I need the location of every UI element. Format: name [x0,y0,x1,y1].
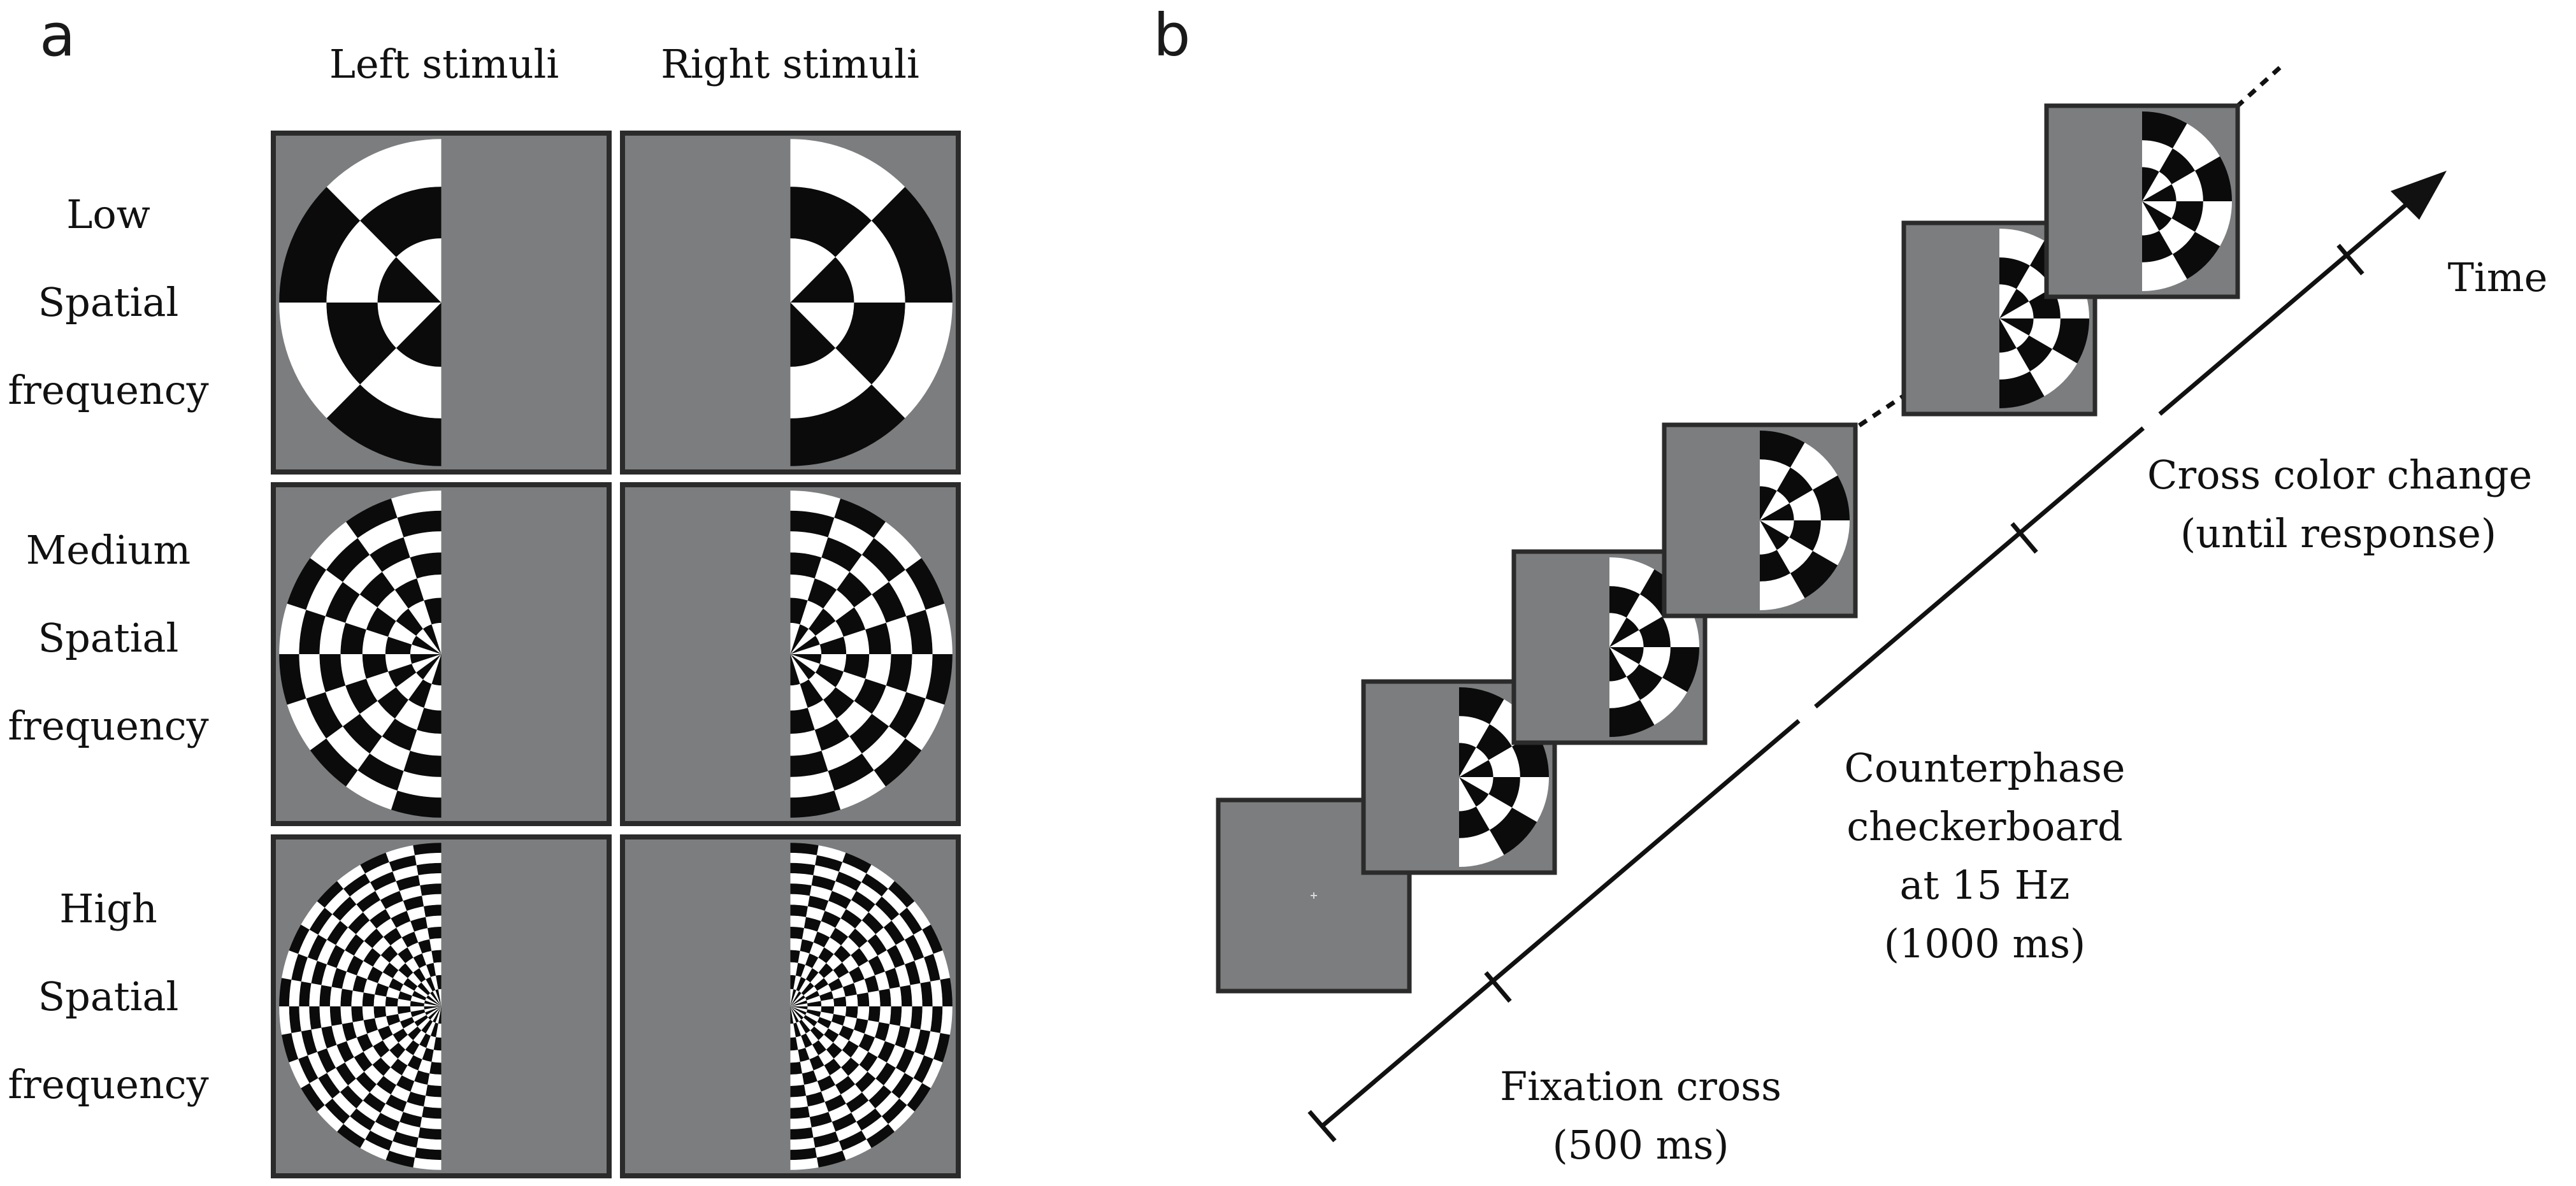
stimulus-frame-3 [1662,422,1858,618]
label-cross-color-change: Cross color change (until response) [2147,446,2533,563]
column-header-right: Right stimuli [661,41,919,87]
stimulus-low-right [620,131,961,475]
panel-b-letter: b [1153,1,1191,69]
label-fixation-line2: (500 ms) [1552,1122,1729,1168]
row-label-medium-line3: frequency [8,703,209,749]
checkerboard-high-right [625,839,956,1173]
row-label-low-line1: Low [66,191,150,238]
label-counterphase: Counterphase checkerboard at 15 Hz (1000… [1810,739,2160,973]
column-header-left: Left stimuli [329,41,559,87]
dotted-connector-middle [1858,393,1906,427]
row-label-low-line2: Spatial [38,279,179,325]
label-counterphase-line1: Counterphase [1844,745,2126,791]
axis-tick-1 [1484,971,1512,1003]
axis-start-tick [1307,1110,1337,1143]
stimulus-medium-left [271,482,612,826]
time-axis-arrowhead [2391,171,2447,220]
label-cross-color-change-line1: Cross color change [2147,452,2533,498]
row-label-high: High Spatial frequency [0,865,217,1129]
axis-gap-1 [1795,702,1818,724]
row-label-low-line3: frequency [8,367,209,413]
checkerboard-high-left [276,839,607,1173]
axis-gap-2 [2139,409,2162,431]
row-label-high-line2: Spatial [38,973,179,1020]
row-label-low: Low Spatial frequency [0,171,217,434]
row-label-high-line3: frequency [8,1061,209,1108]
fixation-cross [1311,892,1317,899]
label-time: Time [2447,254,2548,301]
label-counterphase-line3: at 15 Hz [1899,862,2070,908]
stimulus-high-right [620,834,961,1178]
label-cross-color-change-line2: (until response) [2180,510,2497,557]
row-label-medium-line1: Medium [25,527,191,573]
stimulus-low-left [271,131,612,475]
label-fixation: Fixation cross (500 ms) [1465,1057,1816,1175]
time-axis-line [1320,194,2418,1128]
label-counterphase-line4: (1000 ms) [1883,920,2086,967]
panel-a-letter: a [40,1,76,69]
stimulus-frame-5 [2044,103,2240,299]
row-label-medium-line2: Spatial [38,615,179,661]
checkerboard-medium-left [276,487,607,821]
row-label-medium: Medium Spatial frequency [0,506,217,770]
stimulus-medium-right [620,482,961,826]
checkerboard-medium-right [625,487,956,821]
stimulus-high-left [271,834,612,1178]
dotted-connector-top [2234,62,2286,109]
axis-tick-2 [2010,522,2038,554]
checkerboard-low-left [276,136,607,469]
checkerboard-low-right [625,136,956,469]
label-fixation-line1: Fixation cross [1500,1063,1781,1110]
label-counterphase-line2: checkerboard [1846,803,2123,850]
row-label-high-line1: High [59,885,157,932]
axis-tick-3 [2336,243,2364,276]
